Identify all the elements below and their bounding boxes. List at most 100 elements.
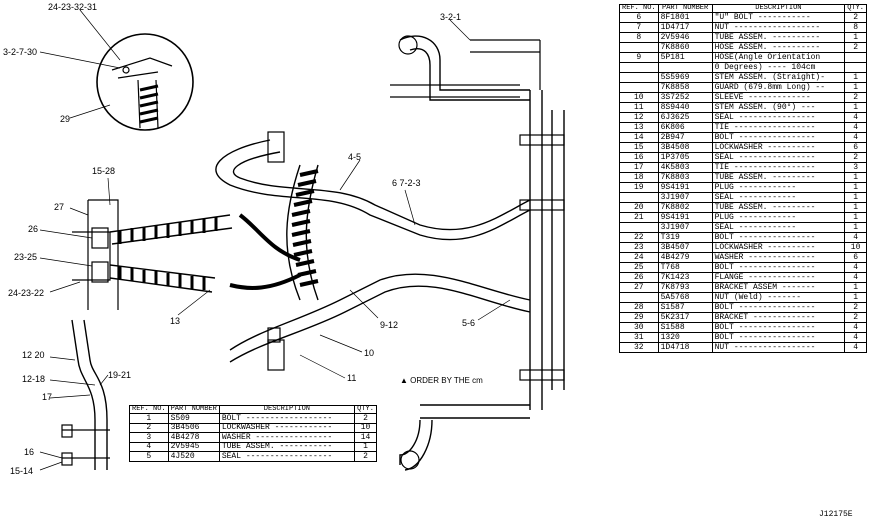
qty-cell: 10 (844, 242, 867, 254)
description-cell: SEAL ------------ (711, 192, 846, 204)
part-number-cell: S1587 (657, 302, 713, 314)
part-number-cell: 6K806 (657, 122, 713, 134)
part-number-cell: 4B4278 (167, 432, 220, 443)
description-cell: HOSE ASSEM. ---------- (711, 42, 846, 54)
part-number-cell: 7K8802 (657, 202, 713, 214)
description-cell: FLANGE -------------- (711, 272, 846, 284)
description-cell: SLEEVE ------------- (711, 92, 846, 104)
callout-24-23-22: 24-23-22 (8, 288, 44, 298)
part-number-cell: 7K8860 (657, 42, 713, 54)
callout-27: 27 (54, 202, 64, 212)
description-cell: HOSE(Angle Orientation (711, 52, 846, 64)
detail-view-circle (96, 33, 194, 131)
ref-no-cell: 17 (619, 162, 659, 174)
qty-cell: 4 (844, 132, 867, 144)
qty-cell: 3 (844, 162, 867, 174)
ref-no-cell: 21 (619, 212, 659, 224)
description-cell: PLUG ------------ (711, 212, 846, 224)
part-number-cell: 1P3705 (657, 152, 713, 164)
ref-no-cell: 32 (619, 342, 659, 354)
lower-tube (229, 273, 531, 351)
callout-12-20: 12 20 (22, 350, 45, 360)
part-number-cell: 4K5803 (657, 162, 713, 174)
ref-no-cell: 1 (129, 413, 169, 424)
part-number-cell (657, 62, 713, 74)
qty-cell: 1 (844, 102, 867, 114)
part-number-cell: 3B4506 (167, 422, 220, 434)
description-cell: LOCKWASHER ---------- (711, 242, 846, 254)
qty-header: QTY. (844, 3, 867, 14)
part-number-cell: 3B4507 (657, 242, 713, 254)
part-number-cell: 7K1423 (657, 272, 713, 284)
qty-cell: 1 (844, 182, 867, 194)
qty-cell: 2 (844, 92, 867, 104)
ref-no-cell: 26 (619, 272, 659, 284)
description-cell: 0 Degrees) ---- 104cm (711, 62, 846, 74)
qty-cell: 2 (354, 413, 377, 424)
ref-no-cell: 27 (619, 282, 659, 294)
description-cell: BOLT ---------------- (711, 132, 846, 144)
ref-no-cell: 14 (619, 132, 659, 144)
ref-no-cell: 13 (619, 122, 659, 134)
description-cell: TIE ----------------- (711, 162, 846, 174)
description-cell: GUARD (679.8mm Long) -- (711, 82, 846, 94)
table-header-row: REF. NO. PART NUMBER DESCRIPTION QTY. (129, 404, 377, 415)
part-number-cell: 5S5969 (657, 72, 713, 84)
left-hose-lower (109, 264, 216, 293)
qty-cell: 1 (844, 192, 867, 204)
part-number-cell: 3B4508 (657, 142, 713, 154)
qty-cell: 1 (844, 222, 867, 234)
description-cell: BOLT ---------------- (711, 302, 846, 314)
table-header-row: REF. NO. PART NUMBER DESCRIPTION QTY. (619, 3, 867, 14)
description-cell: "U" BOLT ----------- (711, 12, 846, 24)
callout-10: 10 (364, 348, 374, 358)
description-cell: SEAL ---------------- (711, 152, 846, 164)
ref-no-cell: 7 (619, 22, 659, 34)
ref-no-cell: 5 (129, 451, 169, 462)
description-cell: LOCKWASHER ---------- (711, 142, 846, 154)
callout-26: 26 (28, 224, 38, 234)
upper-flange (267, 131, 285, 163)
part-number-cell: T319 (657, 232, 713, 244)
part-number-cell: 7K8793 (657, 282, 713, 294)
right-vertical-pipes (529, 90, 565, 410)
ref-no-cell: 23 (619, 242, 659, 254)
ref-no-cell: 31 (619, 332, 659, 344)
ref-no-cell: 8 (619, 32, 659, 44)
part-number-cell: 9S4191 (657, 182, 713, 194)
ref-no-cell (619, 192, 659, 204)
qty-cell: 8 (844, 22, 867, 34)
qty-cell: 2 (844, 42, 867, 54)
description-cell: TUBE ASSEM. --------- (711, 172, 846, 184)
callout-24-23-32-31: 24-23-32-31 (48, 2, 97, 12)
qty-cell: 2 (354, 451, 377, 462)
part-number-cell: 5K2317 (657, 312, 713, 324)
callout-11: 11 (347, 373, 356, 383)
part-number-cell: 2V5946 (657, 32, 713, 44)
callout-5-6: 5-6 (462, 318, 475, 328)
detail-bracket (111, 57, 173, 79)
part-number-cell: 8F1801 (657, 12, 713, 24)
callout-12-18: 12-18 (22, 374, 45, 384)
callout-9-12: 9-12 (380, 320, 398, 330)
callout-4-5: 4-5 (348, 152, 361, 162)
ref-no-cell: 19 (619, 182, 659, 194)
